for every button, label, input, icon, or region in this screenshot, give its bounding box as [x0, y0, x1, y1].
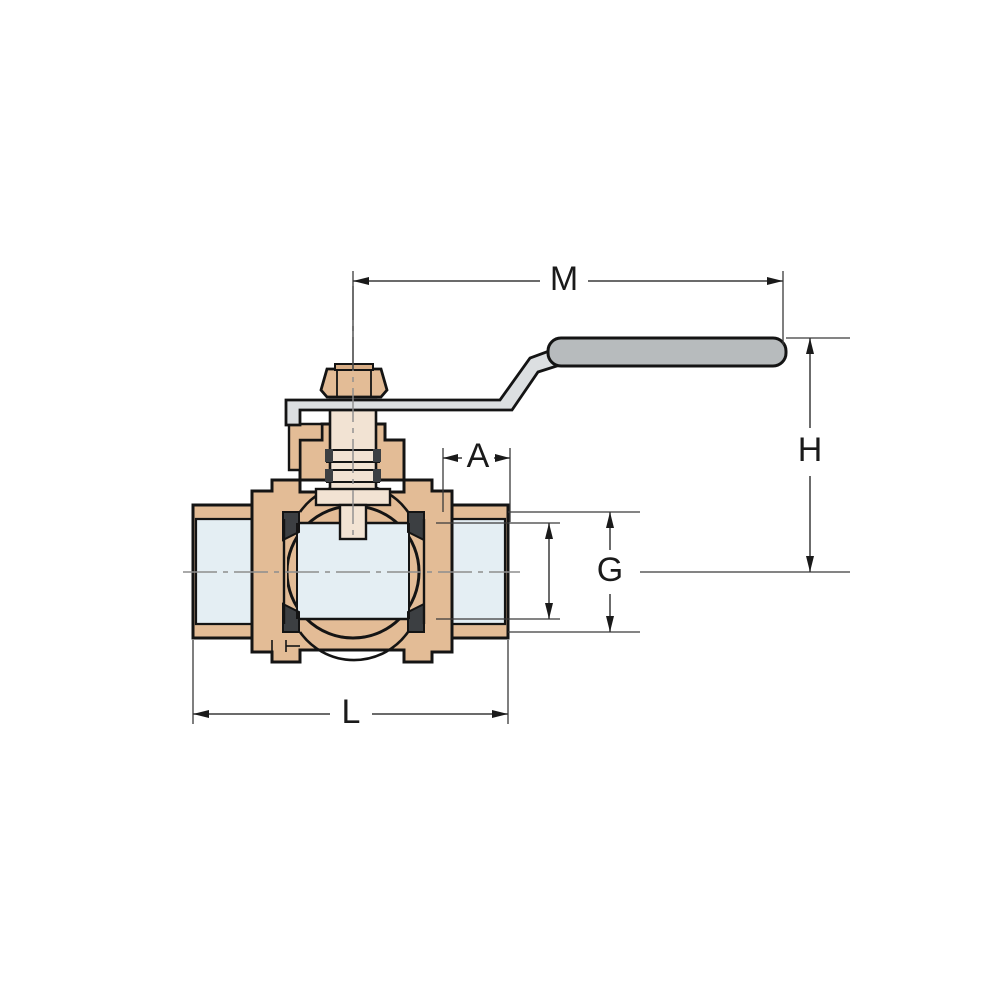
dimension-H: H	[640, 337, 850, 573]
valve-assembly	[183, 286, 788, 664]
hex-nut-top	[334, 363, 374, 371]
dimension-H-arrow-top	[806, 338, 814, 354]
dimension-A-arrow-right	[495, 454, 510, 462]
dimension-A-arrow-left	[443, 454, 458, 462]
bonnet-wing-left	[287, 422, 324, 472]
packing-seal-left-lower	[325, 469, 333, 482]
dimension-bore-arrow-bottom	[545, 603, 553, 619]
stem-hex-nut	[319, 367, 389, 399]
dimension-G-arrow-top	[606, 512, 614, 528]
lever-handle-grip	[546, 336, 788, 368]
packing-seal-left-upper	[325, 449, 333, 462]
dimension-G-label: G	[597, 551, 623, 589]
dimension-L-arrow-left	[193, 710, 209, 718]
lever-handle-arm	[284, 344, 562, 427]
dimension-G: G	[508, 511, 640, 633]
dimension-L: L	[192, 640, 509, 731]
packing-seal-right-lower	[373, 469, 381, 482]
dimension-bore-inner	[436, 522, 560, 620]
dimension-M-label: M	[550, 260, 578, 298]
dimension-G-arrow-bottom	[606, 616, 614, 632]
dimension-M-arrow-left	[353, 277, 369, 285]
dimension-L-arrow-right	[492, 710, 508, 718]
dimension-bore-arrow-top	[545, 523, 553, 539]
dimension-H-label: H	[798, 431, 823, 469]
dimension-A-label: A	[467, 437, 490, 475]
dimension-M: M	[352, 260, 784, 370]
packing-seal-right-upper	[373, 449, 381, 462]
hex-nut-facets	[336, 369, 372, 397]
dimension-M-arrow-right	[767, 277, 783, 285]
ball-lower-arc	[298, 631, 410, 662]
dimension-L-label: L	[342, 693, 361, 731]
dimension-A: A	[442, 437, 511, 522]
dimension-H-arrow-bottom	[806, 556, 814, 572]
